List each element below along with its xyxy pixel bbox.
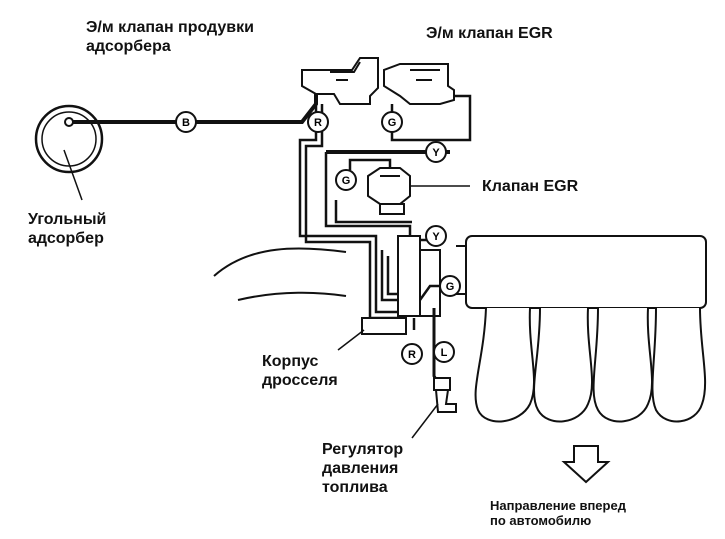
hose-tag-r-bottom: R (401, 343, 423, 365)
label-purge-valve-line-2: адсорбера (86, 38, 171, 55)
label-regulator-line-3: топлива (322, 479, 388, 496)
hose-tag-y-mid: Y (425, 225, 447, 247)
label-egr-solenoid: Э/м клапан EGR (426, 25, 553, 42)
label-regulator-line-1: Регулятор (322, 441, 404, 458)
hose-tag-r-top: R (307, 111, 329, 133)
svg-text:G: G (446, 281, 455, 293)
svg-text:Y: Y (432, 231, 440, 243)
forward-arrow-icon (561, 445, 611, 484)
throttle-body (361, 235, 441, 335)
hose-tag-g-right: G (439, 275, 461, 297)
label-regulator-line-2: давления (322, 460, 399, 477)
label-canister-line-1: Угольный (28, 211, 107, 228)
throttle-leader-line (337, 329, 365, 351)
egr-solenoid-valve (383, 63, 455, 105)
label-throttle-line-1: Корпус (262, 353, 319, 370)
label-charcoal-canister: Угольный адсорбер (28, 210, 106, 248)
svg-text:R: R (314, 117, 322, 129)
svg-text:B: B (182, 117, 190, 129)
label-fuel-pressure-regulator: Регулятор давления топлива (322, 440, 403, 497)
regulator-leader-line (411, 403, 439, 439)
hose-tag-y-top: Y (425, 141, 447, 163)
purge-solenoid-valve (301, 57, 379, 105)
label-throttle-line-2: дросселя (262, 372, 338, 389)
label-forward-direction: Направление вперед по автомобилю (490, 498, 626, 528)
label-throttle-body: Корпус дросселя (262, 352, 338, 390)
air-intake-duct (213, 247, 347, 301)
hose-tag-l-bottom: L (433, 341, 455, 363)
label-purge-valve-line-1: Э/м клапан продувки (86, 19, 254, 36)
label-canister-line-2: адсорбер (28, 230, 104, 247)
canister-leader-line (63, 149, 83, 201)
svg-text:R: R (408, 349, 416, 361)
hose-tag-g-mid: G (335, 169, 357, 191)
fuel-pressure-regulator (433, 377, 457, 413)
label-egr-valve: Клапан EGR (482, 178, 579, 195)
hose-tag-g-top: G (381, 111, 403, 133)
svg-text:G: G (342, 175, 351, 187)
label-forward-line-1: Направление вперед (490, 498, 626, 513)
svg-text:G: G (388, 117, 397, 129)
label-forward-line-2: по автомобилю (490, 513, 592, 528)
svg-text:Y: Y (432, 147, 440, 159)
svg-text:L: L (441, 347, 448, 359)
intake-manifold (456, 235, 707, 423)
label-purge-valve: Э/м клапан продувки адсорбера (86, 18, 254, 56)
hose-tag-b: B (175, 111, 197, 133)
egr-valve (367, 167, 411, 215)
